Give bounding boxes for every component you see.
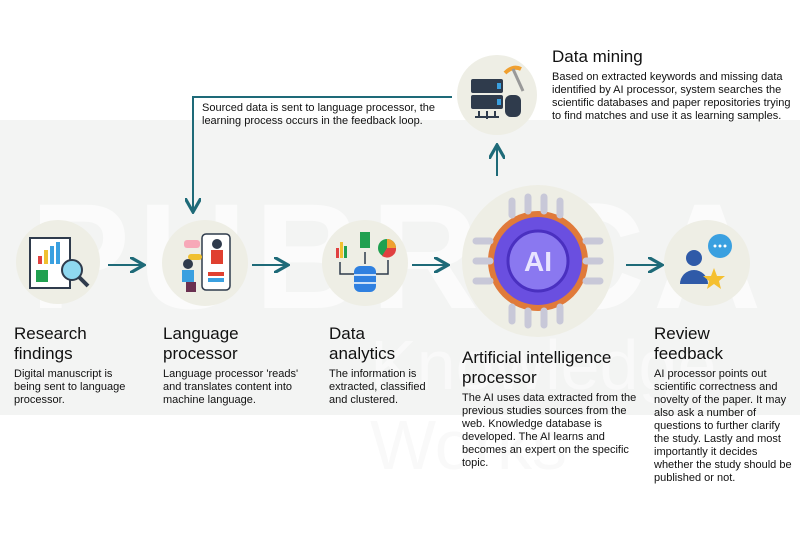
- review-feedback-title: Review feedback: [654, 324, 723, 363]
- feedback-loop-arrow: [193, 96, 452, 210]
- language-processor-desc: Language processor 'reads' and translate…: [163, 368, 299, 406]
- watermark-tagline: Knowledge Works: [370, 326, 717, 484]
- data-mining-desc: Based on extracted keywords and missing …: [552, 71, 791, 122]
- data-analytics-title: Data analytics: [329, 324, 396, 363]
- document-search-icon: [16, 220, 100, 304]
- ai-processor-title: Artificial intelligence processor: [462, 348, 612, 387]
- reviewer-feedback-icon: [664, 220, 750, 306]
- research-findings-title: Research findings: [14, 324, 87, 363]
- data-analytics-desc: The information is extracted, classified…: [329, 368, 426, 406]
- data-analytics-icon: [322, 220, 408, 306]
- feedback-note: Sourced data is sent to language process…: [202, 102, 435, 127]
- ai-processor-desc: The AI uses data extracted from the prev…: [462, 392, 637, 469]
- data-mining-title: Data mining: [552, 47, 643, 66]
- ai-chip-icon: AI: [462, 185, 614, 337]
- server-mining-icon: [457, 55, 537, 135]
- review-feedback-desc: AI processor points out scientific corre…: [654, 368, 792, 484]
- ai-chip-label: AI: [524, 246, 552, 277]
- language-processor-title: Language processor: [163, 324, 239, 363]
- research-findings-desc: Digital manuscript is being sent to lang…: [14, 368, 126, 406]
- language-learning-icon: [162, 220, 248, 306]
